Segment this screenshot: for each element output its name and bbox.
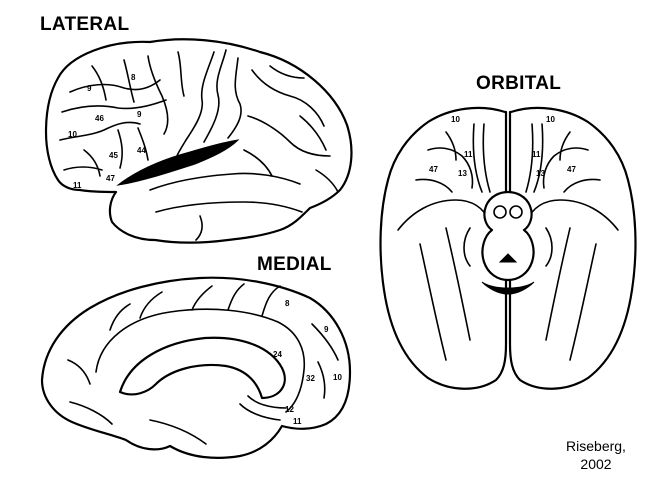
figure-credit: Riseberg, 2002 (556, 437, 636, 473)
lateral-view-title: LATERAL (40, 14, 130, 35)
orbital-brainstem (481, 190, 535, 282)
orbital-right-hemisphere (508, 106, 637, 390)
orbital-left-hemisphere (379, 106, 508, 390)
lateral-brain-view: 9 8 46 9 10 45 44 47 11 (44, 38, 353, 244)
lateral-area-label: 46 (95, 114, 104, 123)
lateral-area-label: 45 (109, 151, 118, 160)
medial-area-label: 10 (333, 373, 342, 382)
orbital-area-label: 11 (532, 150, 541, 159)
medial-area-label: 8 (285, 299, 290, 308)
lateral-area-label: 47 (106, 174, 115, 183)
medial-view-title: MEDIAL (257, 254, 332, 275)
lateral-brain-outline (44, 38, 353, 244)
lateral-area-label: 9 (137, 110, 142, 119)
orbital-area-label: 13 (458, 169, 467, 178)
orbital-right-mammillary (509, 205, 523, 219)
lateral-sylvian-fissure (116, 139, 240, 186)
orbital-area-label: 47 (567, 165, 576, 174)
orbital-area-label: 13 (536, 169, 545, 178)
orbital-area-label: 11 (464, 150, 473, 159)
lateral-area-label: 9 (87, 84, 92, 93)
medial-corpus-callosum (118, 336, 286, 400)
lateral-area-label: 10 (68, 130, 77, 139)
medial-area-label: 11 (293, 417, 302, 426)
medial-area-label: 24 (273, 350, 282, 359)
medial-brain-outline (40, 276, 352, 459)
lateral-area-label: 44 (137, 146, 146, 155)
orbital-left-mammillary (493, 205, 507, 219)
orbital-area-label: 10 (546, 115, 555, 124)
credit-author: Riseberg, (566, 438, 626, 454)
credit-year: 2002 (580, 456, 612, 472)
orbital-area-label: 10 (451, 115, 460, 124)
lateral-central-sulcus (175, 51, 215, 161)
lateral-area-label: 11 (73, 181, 82, 190)
medial-brain-view: 8 9 24 32 10 12 11 (40, 276, 352, 459)
medial-area-label: 9 (324, 325, 329, 334)
orbital-area-label: 47 (429, 165, 438, 174)
orbital-view-title: ORBITAL (476, 73, 562, 94)
lateral-area-label: 8 (131, 73, 136, 82)
orbital-brain-view: 10 10 11 11 47 13 13 47 (379, 106, 637, 390)
medial-area-label: 12 (285, 405, 294, 414)
medial-area-label: 32 (306, 374, 315, 383)
